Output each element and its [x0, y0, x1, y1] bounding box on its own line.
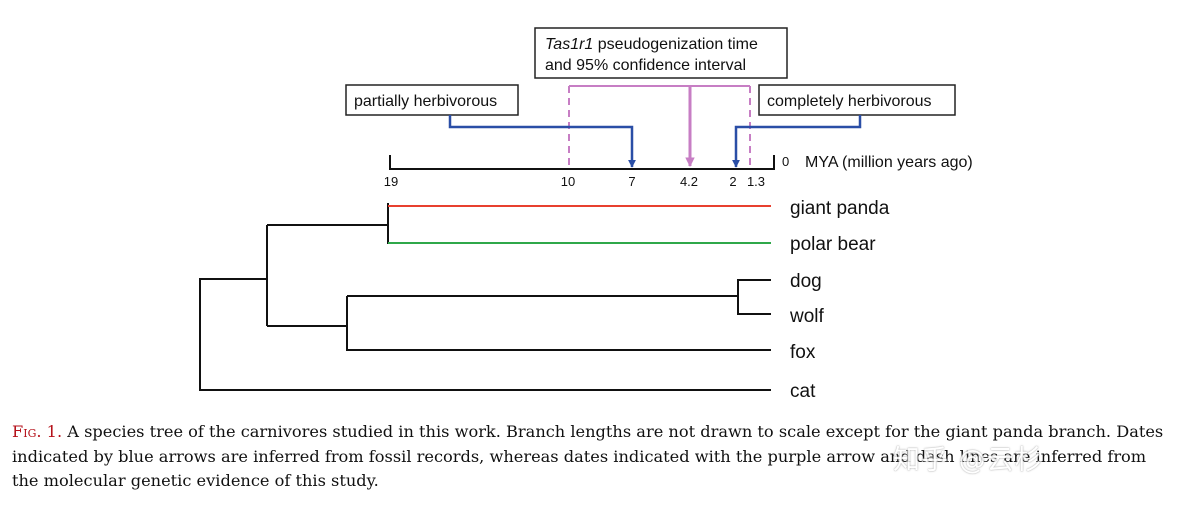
tick-label-4-2: 4.2 [680, 174, 698, 189]
species-tree: giant panda polar bear dog wolf fox cat [199, 198, 890, 402]
timeline-axis: 19 10 7 4.2 2 1.3 0 MYA (million years a… [384, 154, 973, 189]
figure-caption-text: A species tree of the carnivores studied… [12, 422, 1164, 490]
blue-arrow-complete [731, 115, 862, 168]
blue-arrow-partial [448, 115, 637, 168]
species-label-polar-bear: polar bear [790, 234, 876, 255]
gene-name-text: Tas1r1 [545, 36, 593, 53]
timeline-unit-label: MYA (million years ago) [805, 154, 973, 171]
species-label-wolf: wolf [789, 306, 825, 327]
species-tree-figure: Tas1r1 pseudogenization time and 95% con… [199, 27, 973, 402]
partially-herbivorous-label: partially herbivorous [354, 93, 497, 110]
tick-label-2: 2 [729, 174, 736, 189]
completely-herbivorous-box [758, 84, 956, 116]
figure-caption-label: Fig. 1. [12, 422, 63, 441]
species-label-giant-panda: giant panda [790, 198, 890, 219]
completely-herbivorous-callout: completely herbivorous [731, 84, 956, 168]
tas1r1-callout-line2: and 95% confidence interval [545, 57, 746, 74]
purple-confidence-interval [568, 85, 751, 167]
zhihu-watermark: 知乎 @云杉 [893, 445, 1043, 476]
tas1r1-callout: Tas1r1 pseudogenization time and 95% con… [534, 27, 788, 79]
species-label-fox: fox [790, 342, 816, 363]
tas1r1-callout-line1: Tas1r1 pseudogenization time [545, 36, 758, 53]
tick-label-7: 7 [628, 174, 635, 189]
tick-label-0: 0 [782, 154, 789, 169]
tas1r1-callout-box [534, 27, 788, 79]
tick-label-19: 19 [384, 174, 398, 189]
tick-label-10: 10 [561, 174, 575, 189]
partially-herbivorous-box [345, 84, 519, 116]
species-label-cat: cat [790, 381, 816, 402]
tick-label-1-3: 1.3 [747, 174, 765, 189]
completely-herbivorous-label: completely herbivorous [767, 93, 932, 110]
figure-caption: Fig. 1. A species tree of the carnivores… [12, 420, 1174, 494]
species-label-dog: dog [790, 271, 822, 292]
partially-herbivorous-callout: partially herbivorous [345, 84, 637, 168]
tas1r1-line1-rest: pseudogenization time [593, 36, 758, 53]
